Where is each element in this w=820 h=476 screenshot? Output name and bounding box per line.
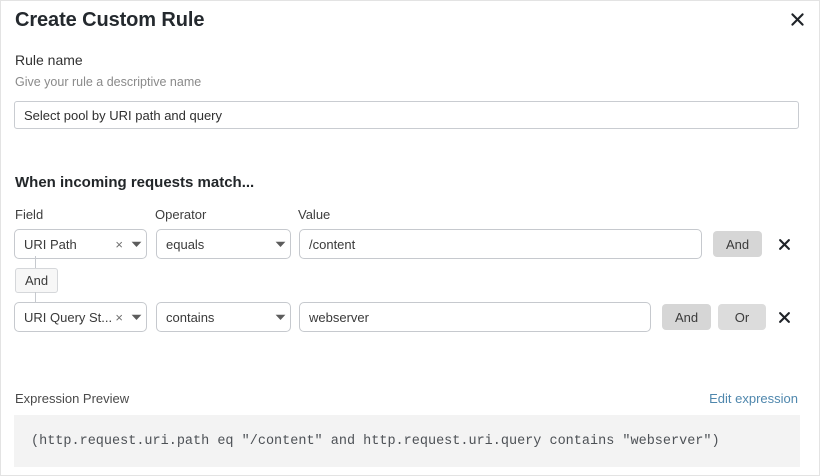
match-section-heading: When incoming requests match... [15,174,255,191]
edit-expression-link[interactable]: Edit expression [709,391,798,406]
and-button-row-1[interactable]: And [713,231,763,257]
column-header-operator: Operator [155,207,207,222]
field-select-value: URI Path [24,236,77,252]
logic-connector: And [1,256,121,306]
column-header-field: Field [15,207,44,222]
clear-icon[interactable]: × [115,309,123,325]
connector-and-badge[interactable]: And [15,268,59,293]
chevron-down-icon[interactable] [270,241,290,248]
chevron-down-icon[interactable] [270,314,290,321]
operator-select-row-2[interactable]: contains [156,302,291,332]
and-button-row-2[interactable]: And [662,304,712,330]
dialog-title: Create Custom Rule [15,9,205,31]
expression-preview-label: Expression Preview [15,391,130,406]
rule-name-label: Rule name [15,52,83,68]
field-select-value: URI Query St... [24,309,113,325]
field-select-row-2[interactable]: URI Query St... × [14,302,147,332]
or-button-row-2[interactable]: Or [718,304,766,330]
expression-preview-code: (http.request.uri.path eq "/content" and… [14,415,800,467]
connector-line-bottom [35,292,36,303]
rule-name-help-text: Give your rule a descriptive name [15,75,202,89]
connector-line-top [35,256,36,269]
chevron-down-icon[interactable] [126,314,146,321]
condition-row: URI Path × equals And [1,229,819,259]
rule-name-input[interactable] [14,101,799,129]
column-header-value: Value [298,207,331,222]
remove-condition-icon-row-1[interactable] [773,231,795,257]
chevron-down-icon[interactable] [126,241,146,248]
operator-select-value: contains [166,309,215,325]
value-input-row-1[interactable] [299,229,702,259]
remove-condition-icon-row-2[interactable] [773,304,795,330]
operator-select-value: equals [166,236,205,252]
operator-select-row-1[interactable]: equals [156,229,291,259]
field-select-row-1[interactable]: URI Path × [14,229,147,259]
close-icon[interactable] [785,7,809,31]
value-input-row-2[interactable] [299,302,651,332]
condition-row: URI Query St... × contains And Or [1,302,819,332]
clear-icon[interactable]: × [115,236,123,252]
